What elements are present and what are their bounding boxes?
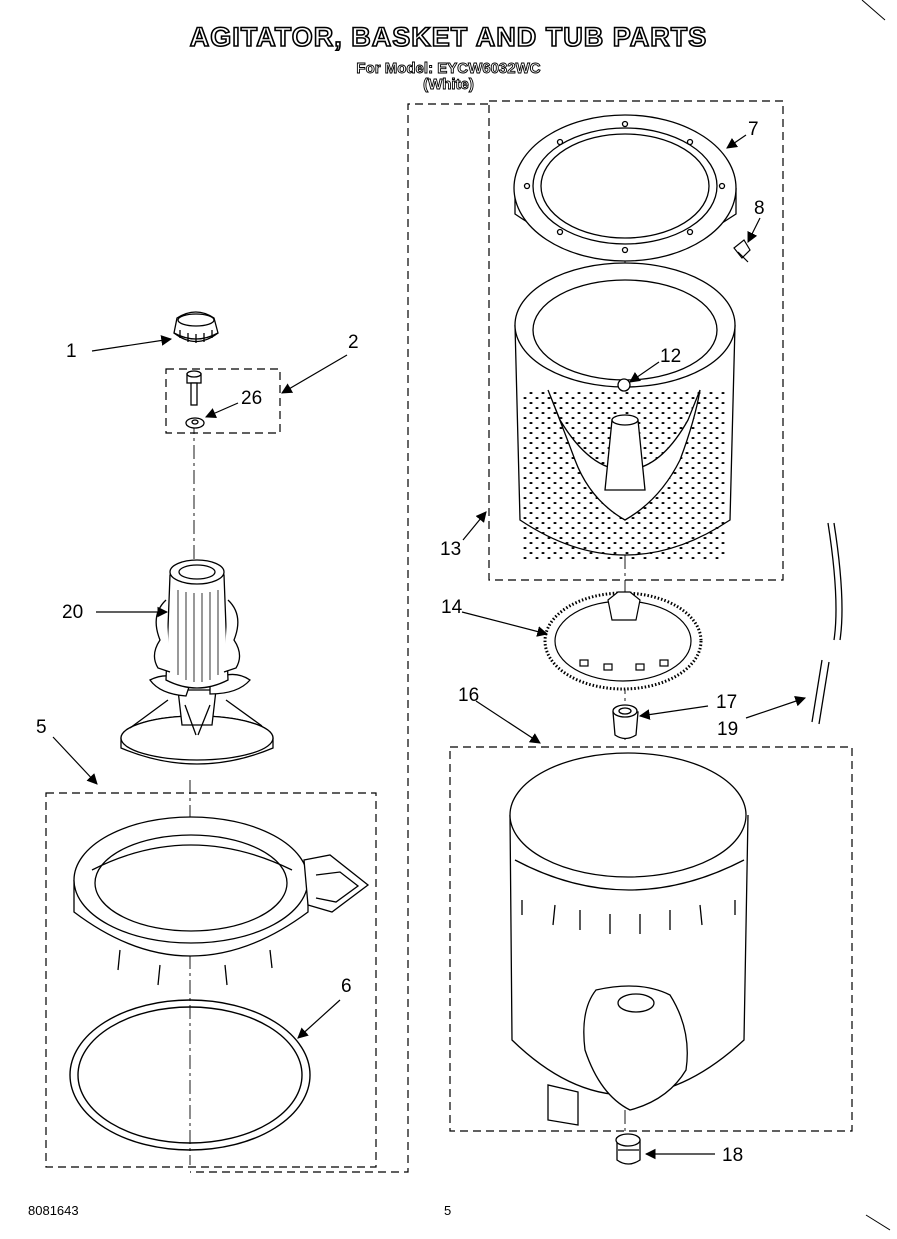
part-7-balance-ring xyxy=(513,114,737,262)
part-13-basket xyxy=(514,262,736,560)
part-8-clip xyxy=(733,239,751,263)
color-line: (White) xyxy=(423,76,475,94)
callout-19: 19 xyxy=(717,719,739,740)
part-18-plug xyxy=(615,1133,641,1165)
callout-2: 2 xyxy=(348,332,359,353)
callout-18: 18 xyxy=(722,1145,744,1166)
part-5-tub-ring xyxy=(73,816,370,986)
page-title: AGITATOR, BASKET AND TUB PARTS xyxy=(189,21,708,53)
group-box-16 xyxy=(449,746,853,1132)
callout-12: 12 xyxy=(660,346,682,367)
callout-5: 5 xyxy=(36,717,47,738)
callout-6: 6 xyxy=(341,976,352,997)
connector-dashed-line xyxy=(190,103,488,1173)
part-16-outer-tub xyxy=(509,752,749,1126)
part-17-bearing xyxy=(612,704,639,740)
callout-14: 14 xyxy=(441,597,463,618)
part-2-bolt-and-washer xyxy=(185,370,205,429)
part-14-drive-bell xyxy=(543,591,703,691)
callout-16: 16 xyxy=(458,685,480,706)
callout-8: 8 xyxy=(754,198,765,219)
callout-26: 26 xyxy=(241,388,263,409)
callout-1: 1 xyxy=(66,341,77,362)
doc-number: 8081643 xyxy=(28,1203,79,1218)
corner-mark-bottom-right xyxy=(865,1214,891,1231)
model-line: For Model: EYCW6032WC xyxy=(356,60,541,78)
callout-20: 20 xyxy=(62,602,84,623)
callout-17: 17 xyxy=(716,692,738,713)
callout-7: 7 xyxy=(748,119,759,140)
page-number: 5 xyxy=(444,1203,452,1218)
leader-arrows xyxy=(52,134,807,1160)
part-1-agitator-cap xyxy=(173,311,219,343)
part-20-agitator xyxy=(120,559,274,765)
part-6-seal-ring xyxy=(69,999,311,1151)
part-19-hose xyxy=(811,522,843,725)
callout-13: 13 xyxy=(440,539,462,560)
group-box-2 xyxy=(165,368,281,434)
group-box-13 xyxy=(488,100,784,581)
corner-mark-top-right xyxy=(861,0,886,21)
centerline-left xyxy=(189,420,195,1165)
